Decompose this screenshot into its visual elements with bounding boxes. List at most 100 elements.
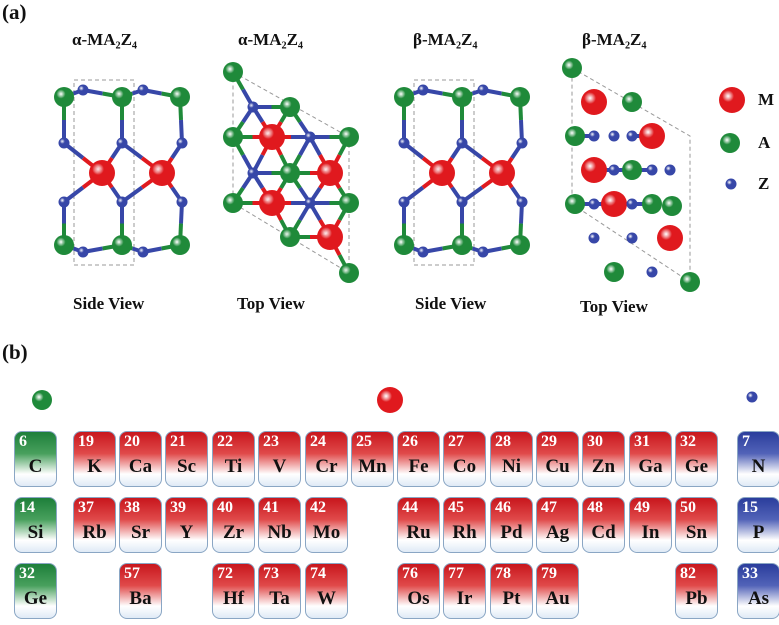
atom-z: [137, 246, 149, 258]
atom-a: [223, 193, 243, 213]
atom-a: [170, 235, 190, 255]
atom-a: [662, 196, 682, 216]
atomic-number: 72: [217, 565, 233, 582]
atomic-number: 42: [310, 499, 326, 516]
element-symbol: K: [87, 456, 102, 477]
atom-z: [626, 130, 638, 142]
element-symbol: Pd: [500, 522, 523, 543]
atomic-number: 32: [680, 433, 696, 450]
atomic-number: 21: [170, 433, 186, 450]
atom-z: [516, 196, 528, 208]
atom-a: [339, 193, 359, 213]
atom-z: [304, 131, 316, 143]
atom-z: [477, 84, 489, 96]
atomic-number: 33: [742, 565, 758, 582]
atomic-number: 14: [19, 499, 35, 516]
atomic-number: 6: [19, 433, 27, 450]
atom-a: [339, 263, 359, 283]
element-symbol: Os: [407, 588, 430, 609]
element-symbol: Ba: [129, 588, 152, 609]
metal-atom-m: [317, 160, 343, 186]
metal-atom-m: [581, 89, 607, 115]
atomic-number: 19: [78, 433, 94, 450]
atomic-number: 15: [742, 499, 758, 516]
atom-z: [398, 196, 410, 208]
atom-a: [622, 160, 642, 180]
metal-atom-m: [259, 190, 285, 216]
metal-atom-m: [317, 224, 343, 250]
atom-z: [116, 137, 128, 149]
atom-a: [223, 62, 243, 82]
structure-title: α-MA₂Z₄: [238, 30, 304, 49]
metal-atom-m: [639, 123, 665, 149]
element-symbol: Pb: [685, 588, 708, 609]
atomic-number: 82: [680, 565, 696, 582]
element-symbol: Mo: [312, 522, 341, 543]
element-symbol: Rh: [452, 522, 477, 543]
structure-title: β-MA₂Z₄: [582, 30, 647, 49]
atom-a: [452, 235, 472, 255]
atom-a: [452, 87, 472, 107]
metal-atom-m: [89, 160, 115, 186]
element-symbol: Co: [452, 456, 477, 477]
element-symbol: Mn: [358, 456, 387, 477]
atomic-number: 44: [402, 499, 418, 516]
metal-atom-m: [489, 160, 515, 186]
atomic-number: 28: [495, 433, 511, 450]
atomic-number: 49: [634, 499, 650, 516]
element-symbol: C: [28, 456, 43, 477]
atomic-number: 31: [634, 433, 650, 450]
atomic-number: 25: [356, 433, 372, 450]
legend-label-z: Z: [758, 174, 770, 193]
view-label: Side View: [73, 294, 145, 313]
metal-atom-m: [581, 157, 607, 183]
element-symbol: Au: [545, 588, 570, 609]
unit-cell-outline: [73, 79, 135, 266]
atom-z: [626, 232, 638, 244]
atomic-number: 38: [124, 499, 140, 516]
atom-a: [510, 235, 530, 255]
element-symbol: W: [317, 588, 336, 609]
element-symbol: As: [747, 588, 770, 609]
atomic-number: 47: [541, 499, 557, 516]
atomic-number: 77: [448, 565, 464, 582]
atom-a: [394, 235, 414, 255]
element-symbol: Rb: [82, 522, 107, 543]
element-symbol: Cu: [545, 456, 570, 477]
atom-a: [54, 87, 74, 107]
atom-a: [32, 390, 52, 410]
structure-title: β-MA₂Z₄: [413, 30, 478, 49]
element-symbol: Cd: [591, 522, 616, 543]
atom-a: [565, 194, 585, 214]
atom-a: [642, 194, 662, 214]
atomic-number: 78: [495, 565, 511, 582]
atomic-number: 39: [170, 499, 186, 516]
atom-z: [646, 164, 658, 176]
atomic-number: 74: [310, 565, 326, 582]
atom-a: [339, 127, 359, 147]
atomic-number: 76: [402, 565, 418, 582]
